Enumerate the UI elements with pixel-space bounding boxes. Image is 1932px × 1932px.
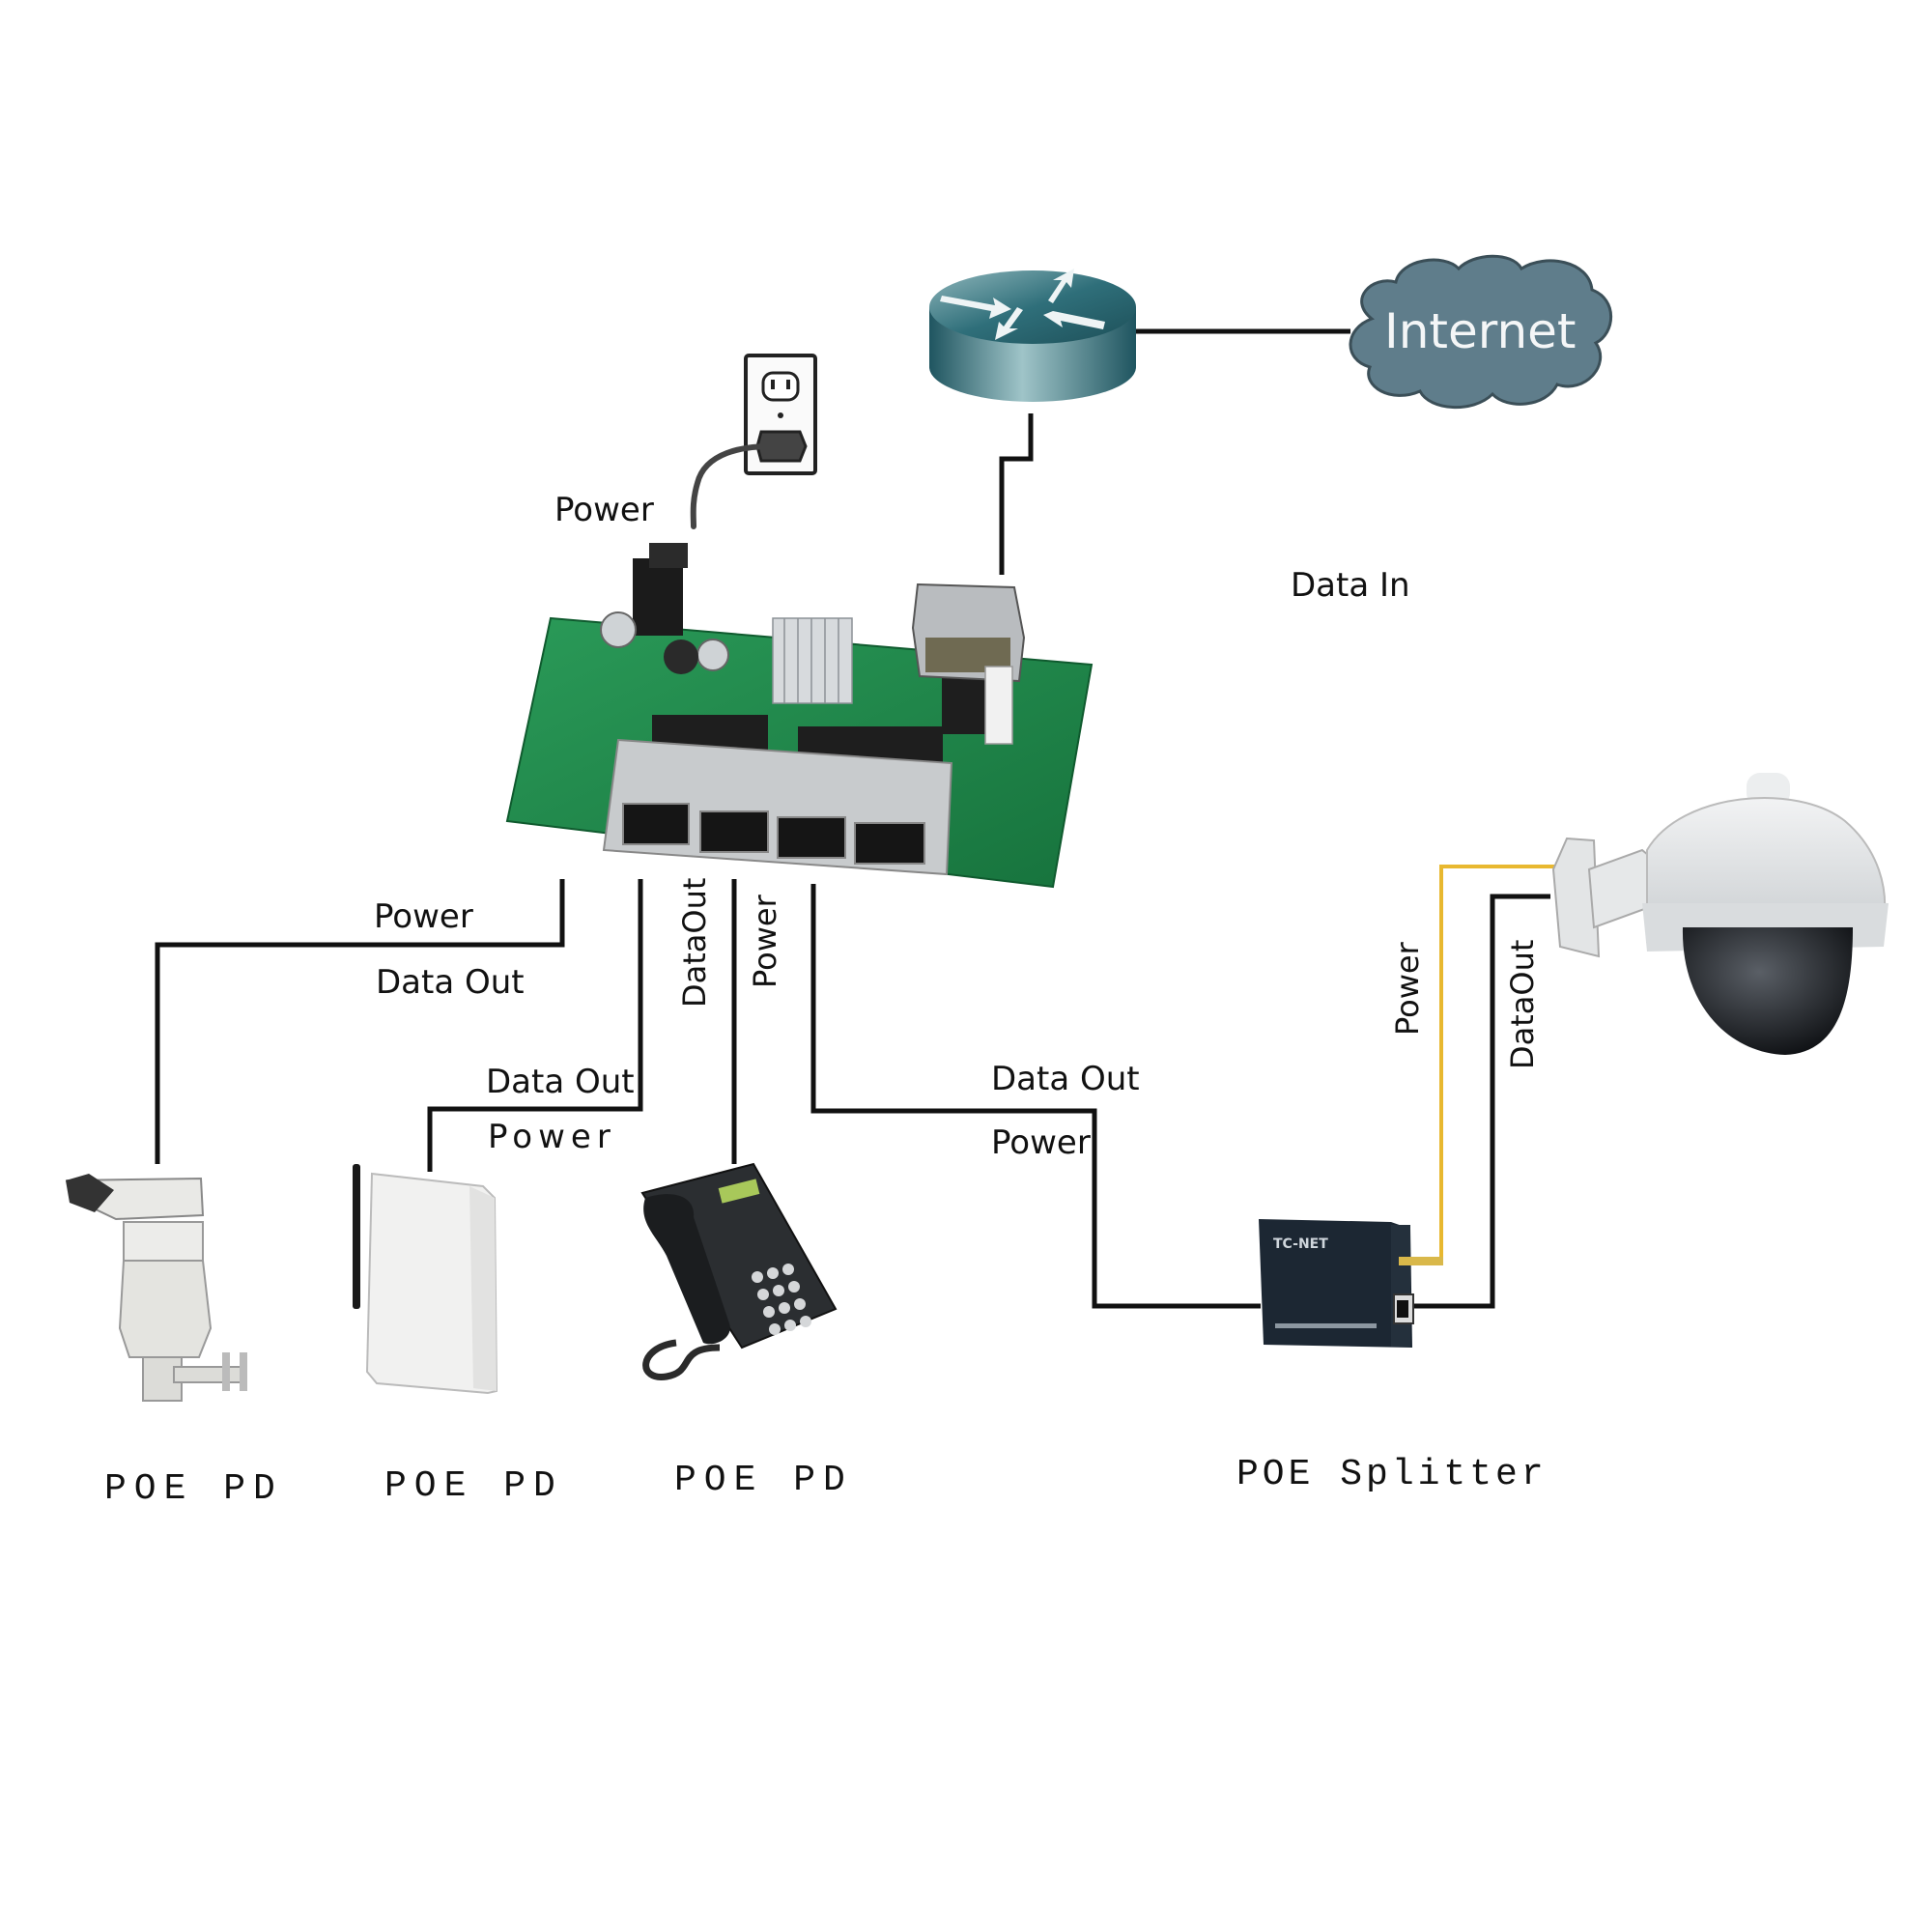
device3-data-label: DataOut (676, 877, 713, 1008)
wire-switch-splitter (810, 884, 1261, 1309)
device3-caption: POE PD (674, 1460, 853, 1501)
camera-data-label: DataOut (1504, 939, 1541, 1069)
data-in-label: Data In (1291, 566, 1410, 605)
device2-power-label: Power (488, 1118, 616, 1156)
router-icon[interactable] (929, 269, 1136, 402)
dome-camera-icon[interactable] (1551, 773, 1889, 1055)
device2-caption: POE PD (384, 1465, 563, 1507)
device1-data-label: Data Out (376, 963, 525, 1002)
wire-switch-device2 (427, 879, 643, 1172)
splitter-power-label: Power (991, 1123, 1091, 1162)
splitter-data-label: Data Out (991, 1060, 1140, 1098)
wireless-access-point-icon[interactable] (353, 1164, 498, 1395)
ip-phone-icon[interactable] (640, 1162, 838, 1380)
splitter-caption: POE Splitter (1236, 1454, 1548, 1495)
cloud-icon[interactable] (1349, 254, 1613, 409)
device2-data-label: Data Out (486, 1063, 635, 1101)
wire-router-switch (999, 413, 1034, 575)
outlet-power-label: Power (554, 491, 654, 529)
port-2[interactable] (699, 810, 769, 853)
port-1[interactable] (622, 803, 690, 845)
camera-power-label: Power (1389, 942, 1426, 1036)
poe-switch-board-icon[interactable] (505, 543, 1094, 889)
port-4[interactable] (854, 822, 925, 865)
internet-label: Internet (1384, 303, 1577, 359)
wire-switch-device1 (155, 879, 565, 1164)
poe-splitter-icon[interactable]: TC-NET (1259, 1219, 1443, 1348)
ptz-camera-icon[interactable] (65, 1174, 247, 1402)
wires (155, 328, 1550, 1309)
port-3[interactable] (777, 816, 846, 859)
splitter-brand-text: TC-NET (1273, 1236, 1328, 1252)
wire-splitter-dome-data (1408, 894, 1550, 1309)
wall-outlet-icon[interactable] (690, 354, 817, 529)
device1-caption: POE PD (104, 1468, 283, 1510)
device3-power-label: Power (747, 895, 783, 988)
device1-power-label: Power (374, 897, 473, 936)
